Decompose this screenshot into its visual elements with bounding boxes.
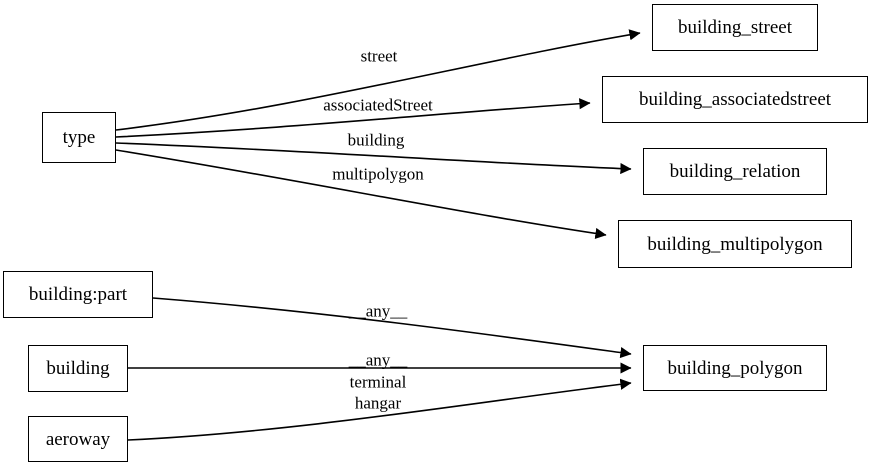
node-building[interactable]: building: [28, 345, 128, 392]
node-aeroway[interactable]: aeroway: [28, 416, 128, 462]
edge-aeroway-to-building-polygon: [127, 378, 632, 441]
node-type[interactable]: type: [42, 112, 116, 163]
node-building-associatedstreet[interactable]: building_associatedstreet: [602, 76, 868, 123]
node-building-multipolygon-label: building_multipolygon: [647, 233, 823, 255]
edge-label-terminal: terminal: [349, 372, 407, 392]
node-aeroway-label: aeroway: [45, 428, 111, 450]
edge-type-to-building-associatedstreet: [115, 98, 591, 138]
edge-label-associatedstreet: associatedStreet: [323, 95, 433, 115]
node-building-relation-label: building_relation: [669, 161, 801, 182]
node-building-relation[interactable]: building_relation: [643, 148, 827, 195]
edge-label-building: building: [347, 130, 405, 150]
edge-label-any-part: __any__: [348, 301, 408, 321]
node-building-part[interactable]: building:part: [3, 271, 153, 318]
edge-label-hangar: hangar: [354, 393, 402, 413]
node-building-part-label: building:part: [28, 284, 128, 305]
node-type-label: type: [62, 127, 96, 148]
edge-label-street: street: [360, 46, 398, 66]
edge-building-part-to-building-polygon: [152, 297, 632, 359]
node-building-multipolygon[interactable]: building_multipolygon: [618, 220, 852, 268]
node-building-associatedstreet-label: building_associatedstreet: [638, 89, 832, 110]
edge-type-to-building-multipolygon: [115, 149, 607, 239]
node-building-polygon-label: building_polygon: [667, 357, 803, 379]
node-building-street-label: building_street: [678, 17, 792, 38]
node-building-label: building: [46, 358, 110, 379]
node-building-polygon[interactable]: building_polygon: [643, 345, 827, 391]
edge-label-any-building: __any__: [348, 350, 408, 370]
edge-label-multipolygon: multipolygon: [332, 164, 424, 184]
node-building-street[interactable]: building_street: [652, 4, 818, 51]
edge-type-to-building-street: [115, 29, 641, 131]
edge-type-to-building-relation: [115, 142, 632, 175]
